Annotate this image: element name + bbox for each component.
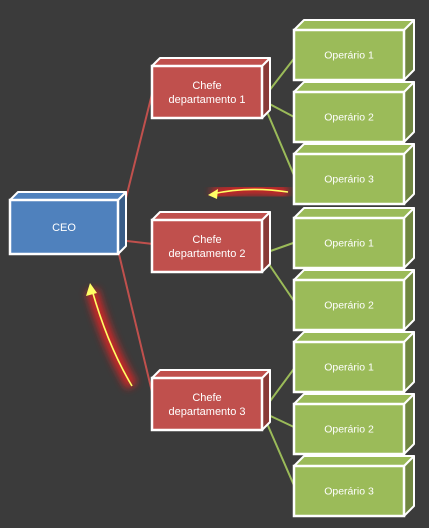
chief-box-2-label-line-1: Chefe bbox=[192, 234, 221, 246]
operator-box-1-1-top-face bbox=[293, 19, 415, 31]
operator-box-2-2-front-face bbox=[292, 278, 406, 332]
arrows bbox=[86, 183, 289, 390]
operator-box-1-3-label: Operário 3 bbox=[324, 174, 374, 186]
operator-box-2-2-top-face bbox=[293, 269, 415, 281]
ceo-box-front-face bbox=[8, 198, 120, 256]
arrow-head-1 bbox=[208, 189, 218, 199]
operator-box-2-1-front-face bbox=[292, 216, 406, 270]
operator-box-1-3-top-face bbox=[293, 143, 415, 155]
chief-box-1: Chefe departamento 1 bbox=[150, 57, 271, 120]
operator-box-2-1: Operário 1 bbox=[292, 207, 415, 270]
operator-box-3-3-label: Operário 3 bbox=[324, 486, 374, 498]
operator-box-1-1-label: Operário 1 bbox=[324, 50, 374, 62]
operator-box-3-2-top-face bbox=[293, 393, 415, 405]
operator-box-2-2: Operário 2 bbox=[292, 269, 415, 332]
chief-box-3-front-face bbox=[150, 376, 264, 432]
operator-box-1-2-top-face bbox=[293, 81, 415, 93]
ceo-box: CEO bbox=[8, 191, 127, 256]
operator-box-3-2: Operário 2 bbox=[292, 393, 415, 456]
connector-ceo-chief-3 bbox=[117, 249, 154, 397]
chief-box-3-label-line-1: Chefe bbox=[192, 392, 221, 404]
arrow-head-2 bbox=[86, 283, 97, 296]
chief-box-2: Chefe departamento 2 bbox=[150, 211, 271, 274]
chief-box-1-label-line-1: Chefe bbox=[192, 80, 221, 92]
operator-box-2-2-label: Operário 2 bbox=[324, 300, 374, 312]
chief-box-1-label-line-2: departamento 1 bbox=[168, 94, 245, 106]
arrow-glow-2 bbox=[86, 288, 138, 390]
operator-box-1-1-front-face bbox=[292, 28, 406, 82]
operator-box-3-1: Operário 1 bbox=[292, 331, 415, 394]
operator-box-3-2-label: Operário 2 bbox=[324, 424, 374, 436]
operator-box-3-1-top-face bbox=[293, 331, 415, 343]
chief-box-3-label-line-2: departamento 3 bbox=[168, 406, 245, 418]
operator-box-1-3-front-face bbox=[292, 152, 406, 206]
operator-box-3-1-label: Operário 1 bbox=[324, 362, 374, 374]
arrow-1 bbox=[211, 188, 289, 195]
operator-box-1-2: Operário 2 bbox=[292, 81, 415, 144]
nodes: CEO Chefe departamento 1 Operário 1 Operário… bbox=[8, 19, 415, 518]
ceo-box-label: CEO bbox=[52, 222, 76, 234]
operator-box-1-2-label: Operário 2 bbox=[324, 112, 374, 124]
operator-box-1-2-front-face bbox=[292, 90, 406, 144]
chief-box-2-label-line-2: departamento 2 bbox=[168, 248, 245, 260]
chief-box-3: Chefe departamento 3 bbox=[150, 369, 271, 432]
operator-box-2-1-top-face bbox=[293, 207, 415, 219]
operator-box-3-3-top-face bbox=[293, 455, 415, 467]
operator-box-1-1: Operário 1 bbox=[292, 19, 415, 82]
operator-box-1-3: Operário 3 bbox=[292, 143, 415, 206]
arrow-2 bbox=[91, 289, 133, 387]
chief-box-2-front-face bbox=[150, 218, 264, 274]
operator-box-3-2-front-face bbox=[292, 402, 406, 456]
operator-box-3-3: Operário 3 bbox=[292, 455, 415, 518]
operator-box-3-3-front-face bbox=[292, 464, 406, 518]
operator-box-3-1-front-face bbox=[292, 340, 406, 394]
chief-box-1-front-face bbox=[150, 64, 264, 120]
operator-box-2-1-label: Operário 1 bbox=[324, 238, 374, 250]
